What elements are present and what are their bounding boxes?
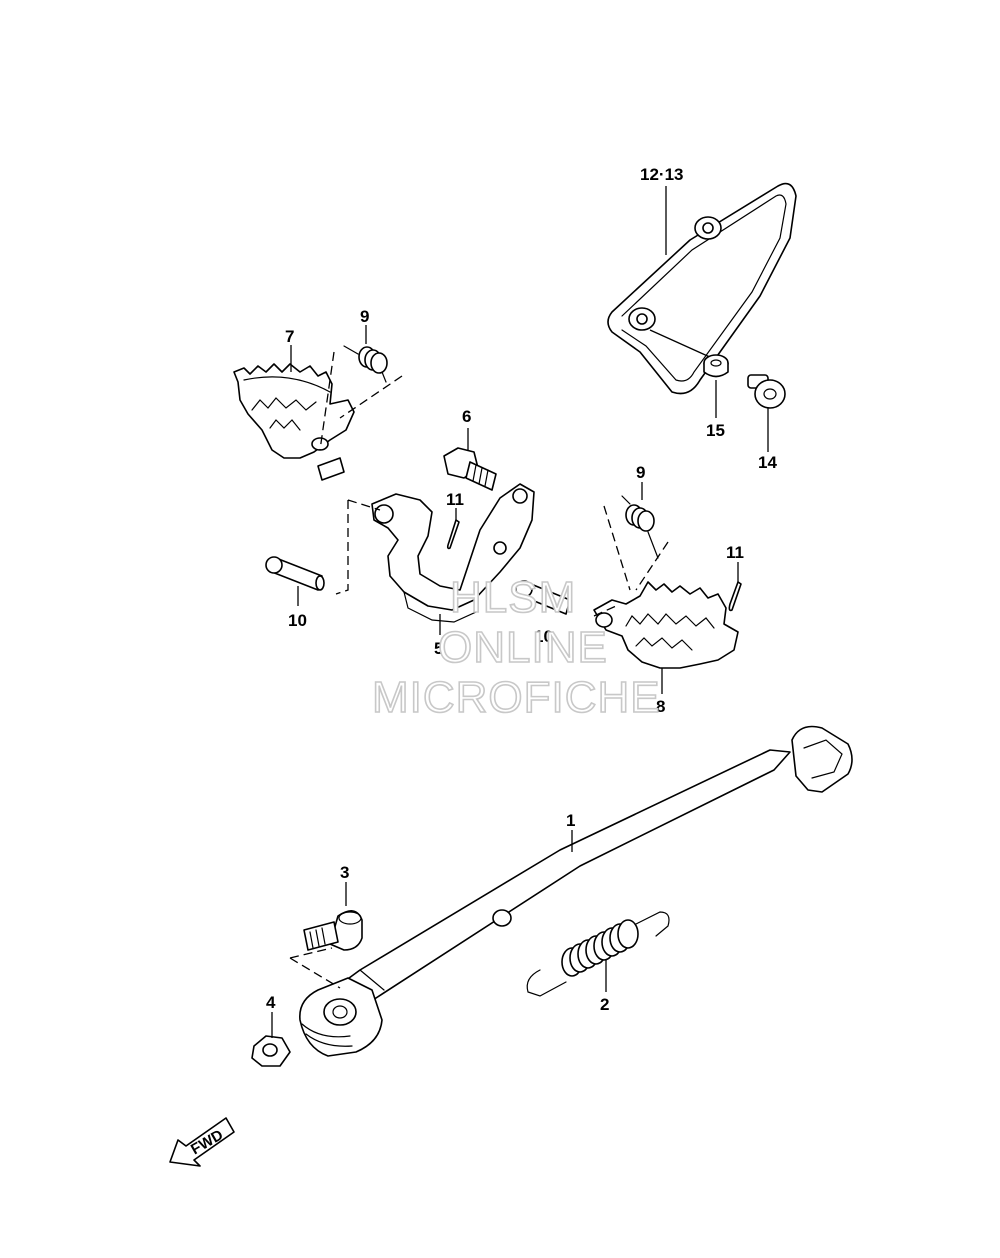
nut-4: [251, 1035, 291, 1067]
callout-11-left: 11: [446, 490, 464, 509]
callout-6: 6: [462, 407, 471, 426]
left-footrest: [233, 363, 355, 481]
callout-9-right: 9: [636, 463, 645, 482]
callout-10-right: 10: [534, 627, 553, 646]
bolt-6: [443, 447, 497, 491]
fwd-arrow: FWD: [169, 1117, 235, 1167]
left-cotter-pin: [446, 519, 460, 550]
bolt-3: [303, 910, 363, 951]
watermark-line-1: HLSM: [450, 573, 576, 622]
callout-10-left: 10: [288, 611, 307, 630]
callout-3: 3: [340, 863, 349, 882]
collar-15: [703, 354, 729, 378]
callout-8: 8: [656, 697, 665, 716]
callout-2: 2: [600, 995, 609, 1014]
left-pin: [265, 556, 325, 591]
right-spring: [621, 495, 659, 559]
callout-5: 5: [434, 639, 443, 658]
callout-7: 7: [285, 327, 294, 346]
side-stand: [299, 725, 853, 1057]
callout-11-right: 11: [726, 543, 744, 562]
watermark-line-3: MICROFICHE: [372, 673, 661, 722]
callout-9-left: 9: [360, 307, 369, 326]
guard-plate: [607, 182, 797, 395]
callout-15: 15: [706, 421, 725, 440]
callout-12-13: 12·13: [640, 165, 683, 184]
callout-14: 14: [758, 453, 777, 472]
callout-1: 1: [566, 811, 575, 830]
right-cotter-pin: [728, 581, 742, 612]
right-footrest: [593, 581, 739, 669]
right-pin: [515, 580, 571, 615]
stand-spring: [526, 911, 670, 997]
left-spring: [343, 345, 388, 383]
callout-4: 4: [266, 993, 276, 1012]
watermark-line-2: ONLINE: [438, 623, 608, 672]
bolt-14: [747, 374, 786, 409]
